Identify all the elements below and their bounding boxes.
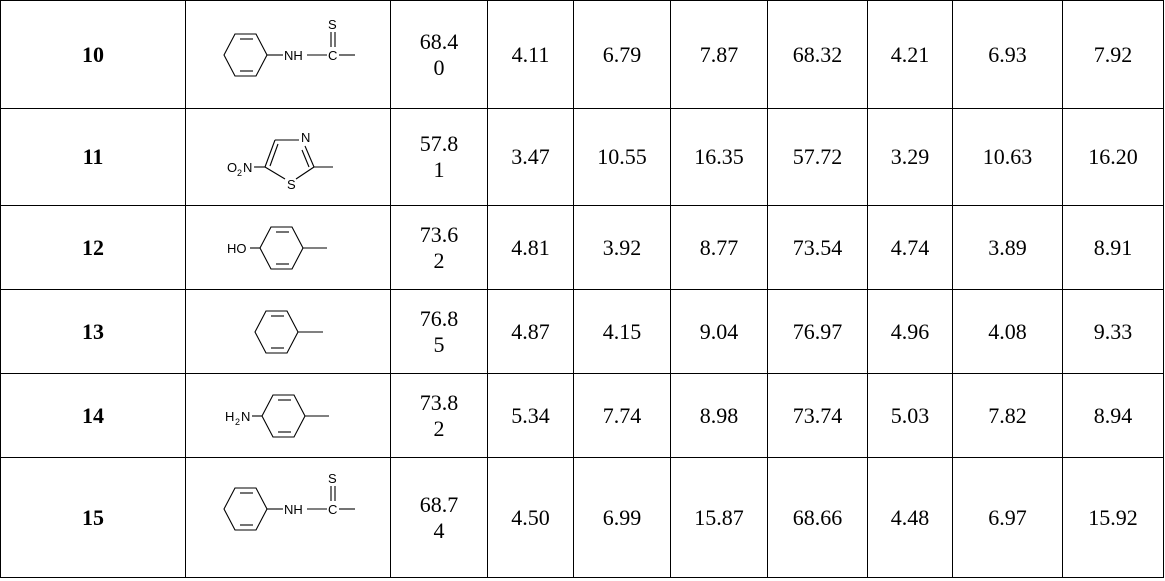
structure-cell: O 2 N N S [185,108,391,206]
value-cell: 57.72 [767,108,868,206]
ring-n-label: N [301,130,310,145]
value-cell: 68.32 [767,0,868,109]
nitrothiazole-structure-icon: O 2 N N S [227,130,333,192]
value-cell: 8.94 [1062,373,1164,458]
nitro-o-label: O [227,160,237,175]
phenylthiocarbamoyl-structure-icon: NH C S [223,17,355,77]
value-cell: 4.96 [867,289,953,374]
table-row: 11 O 2 N N [0,108,1164,206]
sulfur-label: S [328,17,337,32]
value-cell: 15.87 [670,457,768,578]
c-calc-cell: 68.7 4 [390,457,488,578]
value-cell: 6.97 [952,457,1063,578]
structure-cell: H 2 N [185,373,391,458]
value-cell: 4.11 [487,0,574,109]
value-cell: 10.55 [573,108,671,206]
carbon-label: C [328,502,337,517]
value-cell: 5.03 [867,373,953,458]
c-calc-cell: 57.8 1 [390,108,488,206]
table-row: 10 NH C S [0,0,1164,109]
value-cell: 4.21 [867,0,953,109]
c-calc-cell: 68.4 0 [390,0,488,109]
c-calc-cell: 73.6 2 [390,205,488,290]
carbon-label: C [328,48,337,63]
hydroxyphenyl-structure-icon: HO [227,225,327,270]
compound-number: 14 [0,373,186,458]
value-cell: 4.15 [573,289,671,374]
hydroxy-label: HO [227,241,247,256]
value-cell: 6.99 [573,457,671,578]
value-cell: 16.35 [670,108,768,206]
value-cell: 4.08 [952,289,1063,374]
value-cell: 73.74 [767,373,868,458]
structure-cell [185,289,391,374]
value-cell: 3.29 [867,108,953,206]
table-row: 13 76.8 5 4.87 4.15 9.04 76.97 4.9 [0,289,1164,374]
value-cell: 9.04 [670,289,768,374]
nh-label: NH [284,502,303,517]
value-cell: 4.87 [487,289,574,374]
nitro-n-label: N [243,160,252,175]
value-cell: 9.33 [1062,289,1164,374]
ring-s-label: S [287,177,296,192]
value-cell: 8.77 [670,205,768,290]
value-cell: 4.48 [867,457,953,578]
table-row: 12 HO 73.6 2 4.81 3.92 [0,205,1164,290]
value-cell: 4.81 [487,205,574,290]
value-cell: 7.92 [1062,0,1164,109]
value-cell: 4.50 [487,457,574,578]
value-cell: 8.98 [670,373,768,458]
table-row: 15 NH C S [0,457,1164,578]
phenyl-structure-icon [254,309,323,354]
value-cell: 5.34 [487,373,574,458]
compound-number: 10 [0,0,186,109]
structure-cell: NH C S [185,457,391,578]
sulfur-label: S [328,471,337,486]
c-calc-cell: 73.8 2 [390,373,488,458]
compound-number: 15 [0,457,186,578]
value-cell: 15.92 [1062,457,1164,578]
compound-number: 13 [0,289,186,374]
value-cell: 7.87 [670,0,768,109]
amino-h-label: H [225,409,234,424]
structure-cell: NH C S [185,0,391,109]
value-cell: 73.54 [767,205,868,290]
nitro-subscript-label: 2 [237,168,242,178]
value-cell: 16.20 [1062,108,1164,206]
value-cell: 4.74 [867,205,953,290]
value-cell: 7.82 [952,373,1063,458]
amino-n-label: N [241,409,250,424]
aminophenyl-structure-icon: H 2 N [225,393,329,438]
value-cell: 76.97 [767,289,868,374]
c-calc-cell: 76.8 5 [390,289,488,374]
value-cell: 6.79 [573,0,671,109]
value-cell: 6.93 [952,0,1063,109]
amino-subscript-label: 2 [235,417,240,427]
value-cell: 3.89 [952,205,1063,290]
value-cell: 8.91 [1062,205,1164,290]
structure-cell: HO [185,205,391,290]
value-cell: 10.63 [952,108,1063,206]
value-cell: 3.47 [487,108,574,206]
value-cell: 7.74 [573,373,671,458]
value-cell: 3.92 [573,205,671,290]
phenylthiocarbamoyl-structure-icon: NH C S [223,471,355,531]
compound-number: 12 [0,205,186,290]
nh-label: NH [284,48,303,63]
value-cell: 68.66 [767,457,868,578]
compound-number: 11 [0,108,186,206]
table-row: 14 H 2 N 73.8 2 [0,373,1164,458]
